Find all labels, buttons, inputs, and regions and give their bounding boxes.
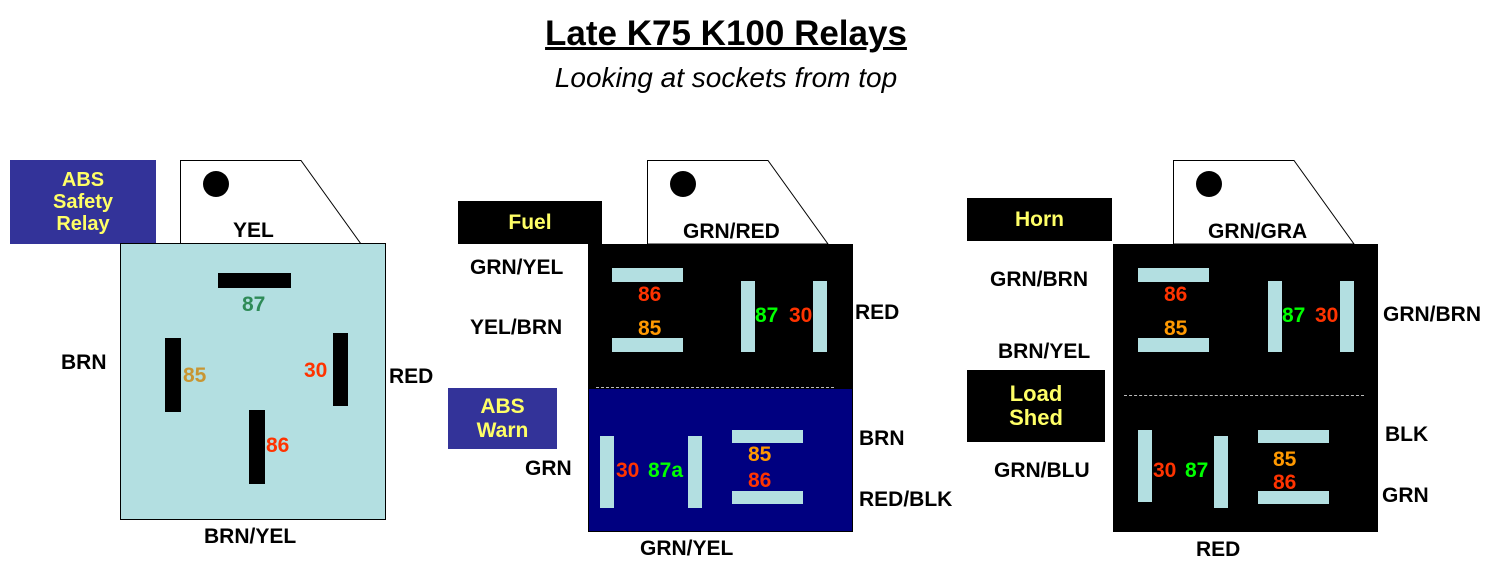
wire-label-left-1: GRN/BRN [990,268,1088,291]
pin-86-label: 86 [1164,283,1188,306]
pin-87-label: 87 [242,293,266,316]
pin-85-label: 85 [183,364,207,387]
pin-87-label: 87 [755,304,779,327]
wire-label-bottom: RED [1196,538,1241,561]
pin-85-label: 85 [1164,317,1188,340]
label-line: ABS [61,169,105,191]
wire-label-bottom: BRN/YEL [204,525,297,548]
pin-30-blade [333,333,348,406]
pin-86-label: 86 [638,283,662,306]
pin-87-blade [1214,436,1228,508]
pin-85-blade [612,338,683,352]
pin-87-label: 87 [1185,459,1209,482]
wire-label-bottom: GRN/YEL [640,537,734,560]
wire-label-left-3: GRN/BLU [994,459,1090,482]
pin-30-label: 30 [616,459,640,482]
wire-label-left-2: BRN/YEL [998,340,1091,363]
pin-30-blade [1138,430,1152,502]
label-line: ABS [480,395,525,419]
pin-85-blade [165,338,181,412]
fuel-relay-label: Fuel [458,201,602,244]
pin-86-label: 86 [266,434,290,457]
pin-86-blade [1258,491,1329,504]
label-line: Safety [52,191,114,213]
pin-86-label: 86 [1273,471,1297,494]
pin-30-label: 30 [1315,304,1339,327]
wire-label-right-3: GRN [1382,484,1429,507]
pin-87-blade [741,281,755,352]
mounting-hole-icon [203,171,229,197]
mounting-hole-icon [1196,171,1222,197]
pin-85-blade [1138,338,1209,352]
mounting-hole-icon [670,171,696,197]
horn-relay-socket-panel [1113,244,1378,532]
wire-label-right: GRN/BRN [1383,303,1481,326]
pin-85-label: 85 [748,443,772,466]
diagram-title: Late K75 K100 Relays [545,14,907,53]
pin-87a-blade [688,436,702,508]
divider-line [596,387,834,388]
wire-label-right: RED [389,365,434,388]
pin-30-blade [813,281,827,352]
pin-30-blade [600,436,614,508]
divider-line [1124,395,1364,396]
pin-30-label: 30 [304,359,328,382]
horn-relay-label: Horn [967,198,1112,241]
pin-85-label: 85 [1273,448,1297,471]
pin-86-blade [249,410,265,484]
wire-label-top: YEL [233,219,274,242]
pin-87-label: 87 [1282,304,1306,327]
label-line: Warn [476,418,529,442]
pin-85-label: 85 [638,317,662,340]
pin-30-label: 30 [1153,459,1177,482]
pin-86-blade [732,491,803,504]
load-shed-relay-label: Load Shed [967,370,1105,442]
wire-label-right: RED [855,301,900,324]
abs-warn-relay-socket-panel [588,388,853,532]
pin-86-blade [612,268,683,282]
pin-85-blade [732,430,803,443]
diagram-subtitle: Looking at sockets from top [554,62,898,93]
pin-87-blade [1268,281,1282,352]
label-line: Shed [1009,405,1063,430]
wire-label-right-3: RED/BLK [859,488,953,511]
pin-30-blade [1340,281,1354,352]
wire-label-left: BRN [61,351,107,374]
label-text: Horn [1015,207,1064,231]
wire-label-left-3: GRN [525,457,572,480]
abs-safety-relay-label: ABS Safety Relay [10,160,156,244]
pin-85-blade [1258,430,1329,443]
wire-label-left-1: GRN/YEL [470,256,564,279]
wire-label-right-2: BLK [1385,423,1429,446]
label-line: Relay [56,213,110,235]
pin-30-label: 30 [789,304,813,327]
pin-86-label: 86 [748,469,772,492]
wire-label-right-2: BRN [859,427,905,450]
abs-warn-relay-label: ABS Warn [448,388,557,449]
label-text: Fuel [508,210,552,234]
pin-86-blade [1138,268,1209,282]
wire-label-top: GRN/GRA [1208,220,1308,243]
wire-label-top: GRN/RED [683,220,780,243]
label-line: Load [1009,380,1063,406]
pin-87a-label: 87a [648,459,684,482]
pin-87-blade [218,273,291,288]
wire-label-left-2: YEL/BRN [470,316,563,339]
